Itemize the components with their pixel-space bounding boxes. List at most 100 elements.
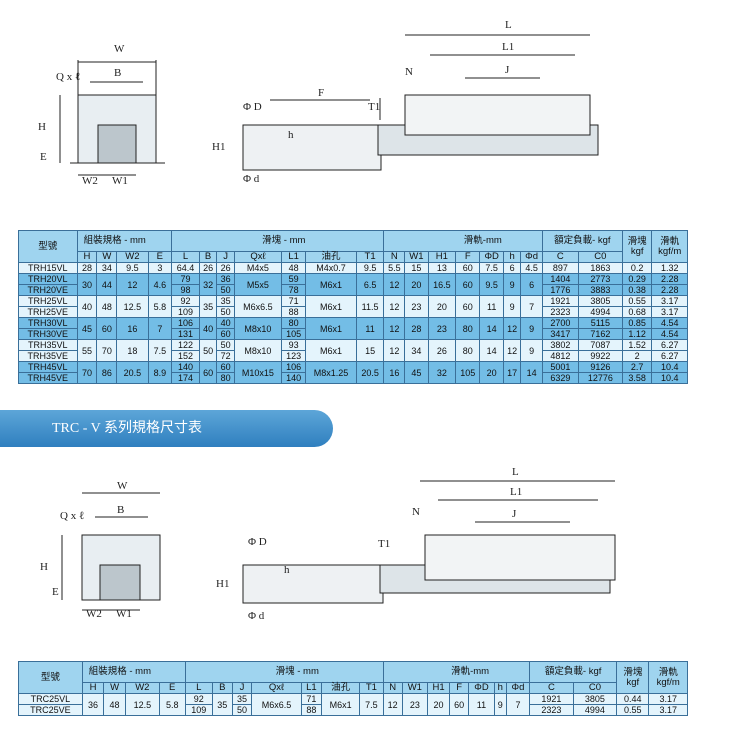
cell-e: 7.5 — [147, 339, 173, 362]
cell-kgm: 3.17 — [648, 704, 688, 716]
cell-oil: M6x1 — [321, 693, 361, 716]
cell-f: 105 — [455, 361, 481, 384]
cell-c: 3802 — [541, 339, 579, 351]
cell-l1: 93 — [280, 339, 307, 351]
column-header: N — [382, 682, 403, 694]
cell-c: 1921 — [529, 693, 574, 705]
label-l1: L1 — [502, 41, 514, 53]
cell-w1: 23 — [404, 295, 429, 318]
cell-e: 5.8 — [158, 693, 186, 716]
cell-n: 16 — [383, 361, 406, 384]
cell-oil: M6x1 — [305, 295, 357, 318]
column-header: L1 — [280, 251, 307, 263]
cell-j: 50 — [216, 284, 235, 296]
cell-t1: 6.5 — [355, 273, 385, 296]
cell-c0: 9126 — [577, 361, 623, 373]
header-model: 型號 — [18, 230, 78, 263]
cell-l1: 88 — [280, 306, 307, 318]
cell-l1: 88 — [300, 704, 323, 716]
cell-b: 35 — [198, 295, 218, 318]
cell-e: 7 — [147, 317, 173, 340]
cell-l1: 105 — [280, 328, 307, 340]
column-header: C — [541, 251, 579, 263]
cell-c0: 3883 — [577, 284, 623, 296]
cell-c: 1404 — [541, 273, 579, 285]
cell-kgm: 4.54 — [651, 317, 688, 329]
cell-kg: 0.44 — [616, 693, 650, 705]
cell-c0: 1863 — [577, 262, 623, 274]
cell-pd: 14 — [520, 361, 543, 384]
cell-kg: 0.85 — [621, 317, 653, 329]
column-header: B — [211, 682, 233, 694]
cell-model: TRH20VE — [18, 284, 78, 296]
column-header: H1 — [427, 251, 457, 263]
cell-q: M8x10 — [233, 339, 283, 362]
column-header: J — [231, 682, 253, 694]
cell-l1: 106 — [280, 361, 307, 373]
cell-pd: 7.5 — [479, 262, 504, 274]
cell-j: 80 — [216, 372, 235, 384]
cell-model: TRH35VE — [18, 350, 78, 362]
column-header: L1 — [300, 682, 323, 694]
cell-l: 152 — [171, 350, 200, 362]
column-header: T1 — [355, 251, 385, 263]
drawing-trc: W B Q x ℓ H E W2 W1 Φ D h H1 Φ d L L1 J … — [0, 455, 746, 655]
column-header: W — [103, 682, 126, 694]
cell-n: 5.5 — [383, 262, 406, 274]
cell-q: M8x10 — [233, 317, 283, 340]
trh-dimension-drawing: W B Q x ℓ H E W2 W1 Φ D F h H1 Φ d L L1 … — [38, 19, 599, 187]
section-banner: TRC - V 系列規格尺寸表 — [0, 410, 333, 447]
cell-l1: 80 — [280, 317, 307, 329]
cell-l: 109 — [171, 306, 200, 318]
cell-h: 17 — [502, 361, 522, 384]
cell-f: 60 — [455, 273, 481, 296]
cell-w: 48 — [103, 693, 126, 716]
cell-h: 45 — [76, 317, 98, 340]
cell-j: 50 — [231, 704, 253, 716]
cell-t1: 11.5 — [355, 295, 385, 318]
cell-l1: 71 — [300, 693, 323, 705]
cell-w: 70 — [96, 339, 118, 362]
cell-c0: 7087 — [577, 339, 623, 351]
column-header: Φd — [520, 251, 543, 263]
cell-c0: 12776 — [577, 372, 623, 384]
cell-f: 60 — [449, 693, 470, 716]
cell-n: 12 — [383, 295, 406, 318]
column-header: B — [198, 251, 218, 263]
column-header: E — [147, 251, 173, 263]
kgfm-unit: kgf/m — [658, 245, 682, 257]
cell-kg: 0.68 — [621, 306, 653, 318]
cell-c: 2700 — [541, 317, 579, 329]
label-b: B — [117, 504, 124, 516]
cell-kgm: 10.4 — [651, 361, 688, 373]
kgf-unit: kgf — [626, 676, 640, 688]
cell-model: TRH15VL — [18, 262, 78, 274]
column-header: h — [502, 251, 522, 263]
cell-e: 3 — [147, 262, 173, 274]
header-model: 型號 — [18, 661, 83, 694]
cell-w: 44 — [96, 273, 118, 296]
column-header: W — [96, 251, 118, 263]
cell-j: 60 — [216, 328, 235, 340]
cell-l: 98 — [171, 284, 200, 296]
column-header: N — [383, 251, 406, 263]
cell-q: M6x6.5 — [233, 295, 283, 318]
label-phid-big: Φ D — [243, 101, 262, 113]
label-t1: T1 — [378, 538, 390, 550]
label-phid-small: Φ d — [248, 610, 265, 622]
cell-kg: 1.52 — [621, 339, 653, 351]
cell-pd: 11 — [479, 295, 504, 318]
column-header: 油孔 — [305, 251, 357, 263]
column-header: W2 — [116, 251, 149, 263]
cell-h: 55 — [76, 339, 98, 362]
cell-q: M6x6.5 — [251, 693, 302, 716]
cell-j: 40 — [216, 317, 235, 329]
cell-pd: 7 — [505, 693, 531, 716]
